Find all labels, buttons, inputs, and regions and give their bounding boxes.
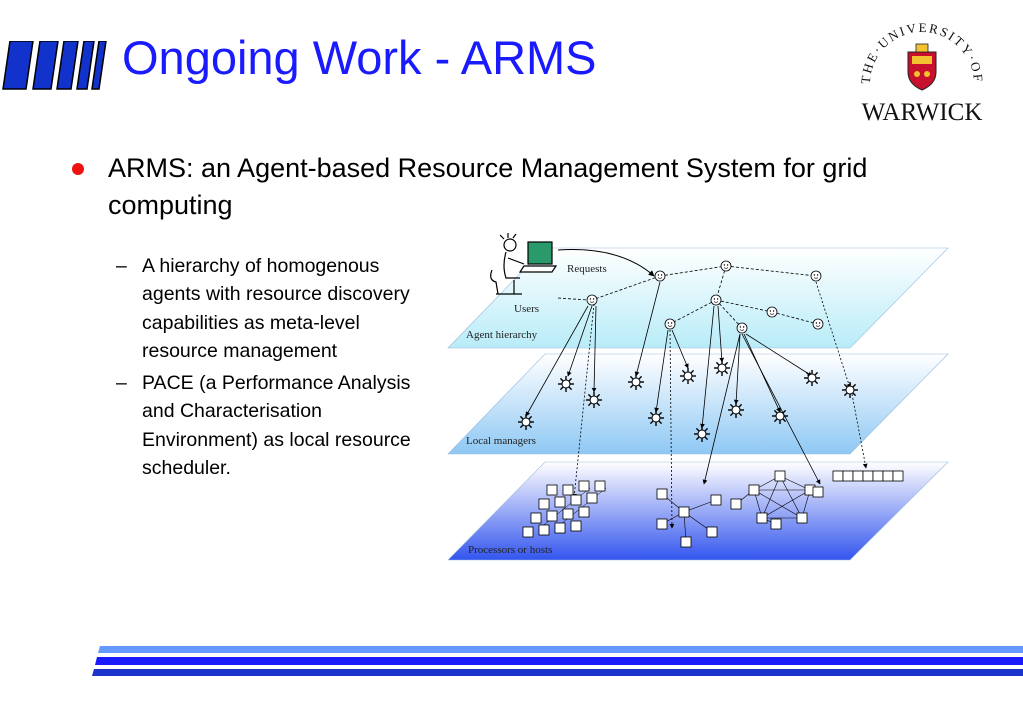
crest-icon [907, 43, 937, 91]
main-bullet-text: ARMS: an Agent-based Resource Management… [108, 153, 868, 220]
label-users: Users [514, 303, 539, 315]
sub-bullet-list: – A hierarchy of homogenous agents with … [116, 252, 416, 486]
arms-diagram: Agent hierarchy Local managers Processor… [447, 233, 949, 561]
main-bullet: ARMS: an Agent-based Resource Management… [72, 150, 952, 224]
title-decor-bars [2, 41, 107, 90]
request-arrow [557, 249, 655, 277]
logo-name: WARWICK [862, 99, 983, 126]
sub-bullet: – PACE (a Performance Analysis and Chara… [116, 369, 416, 482]
sub-bullet-text: PACE (a Performance Analysis and Charact… [142, 372, 411, 480]
bullet-dot-icon [72, 163, 84, 175]
processor-cluster-row [832, 470, 904, 482]
user-computer-icon [490, 233, 558, 295]
label-processors: Processors or hosts [468, 544, 552, 556]
layer-local-managers [447, 353, 949, 455]
processor-cluster-star [656, 488, 722, 548]
label-requests: Requests [567, 263, 607, 275]
label-local-managers: Local managers [466, 435, 536, 447]
label-agent-hierarchy: Agent hierarchy [466, 329, 538, 341]
footer-decor-lines [92, 646, 1023, 676]
university-logo: THE·UNIVERSITY·OF WARWICK [858, 22, 984, 126]
slide-title: Ongoing Work - ARMS [122, 31, 597, 84]
processor-cluster-grid [522, 480, 607, 538]
processor-cluster-mesh [730, 470, 824, 530]
dash-marker: – [116, 255, 127, 277]
sub-bullet: – A hierarchy of homogenous agents with … [116, 252, 416, 365]
sub-bullet-text: A hierarchy of homogenous agents with re… [142, 255, 410, 362]
dash-marker: – [116, 372, 127, 395]
